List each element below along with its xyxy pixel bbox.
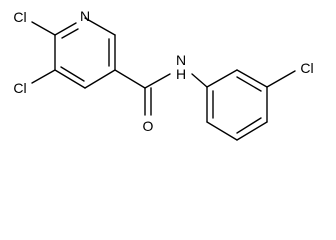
bond-p3-cl <box>266 70 296 88</box>
atom-cl-6: Cl <box>13 9 26 25</box>
molecule-structure: Cl Cl N O N H Cl <box>13 8 314 141</box>
bond-p4-p5-inner <box>236 117 262 134</box>
bond-n-phenyl <box>191 73 208 88</box>
bond-c5-cl <box>31 69 56 84</box>
atom-n-pyridine: N <box>80 8 90 24</box>
atom-o-carbonyl: O <box>143 118 154 134</box>
bond-c3-c4 <box>84 69 116 89</box>
atom-cl-5: Cl <box>13 80 26 96</box>
bond-c3-carbonyl <box>114 69 146 89</box>
bond-p5-p6 <box>206 121 238 141</box>
atom-n-amide: N <box>176 52 186 68</box>
bond-p2-p3 <box>236 69 268 88</box>
bond-c6-n <box>54 22 77 36</box>
bond-c6-cl <box>31 21 56 36</box>
bond-c4-c5 <box>54 69 86 89</box>
bond-c6-n-inner <box>61 28 79 39</box>
bond-p1-p2 <box>206 69 238 88</box>
bond-c4-c5-inner <box>60 66 85 82</box>
bond-n-c2 <box>84 17 116 36</box>
bond-p4-p5 <box>236 121 268 141</box>
bond-p2-p3-inner <box>236 76 262 92</box>
atom-cl-meta: Cl <box>300 60 313 76</box>
bond-carbonyl-n <box>144 73 171 89</box>
atom-h-amide: H <box>176 66 186 82</box>
